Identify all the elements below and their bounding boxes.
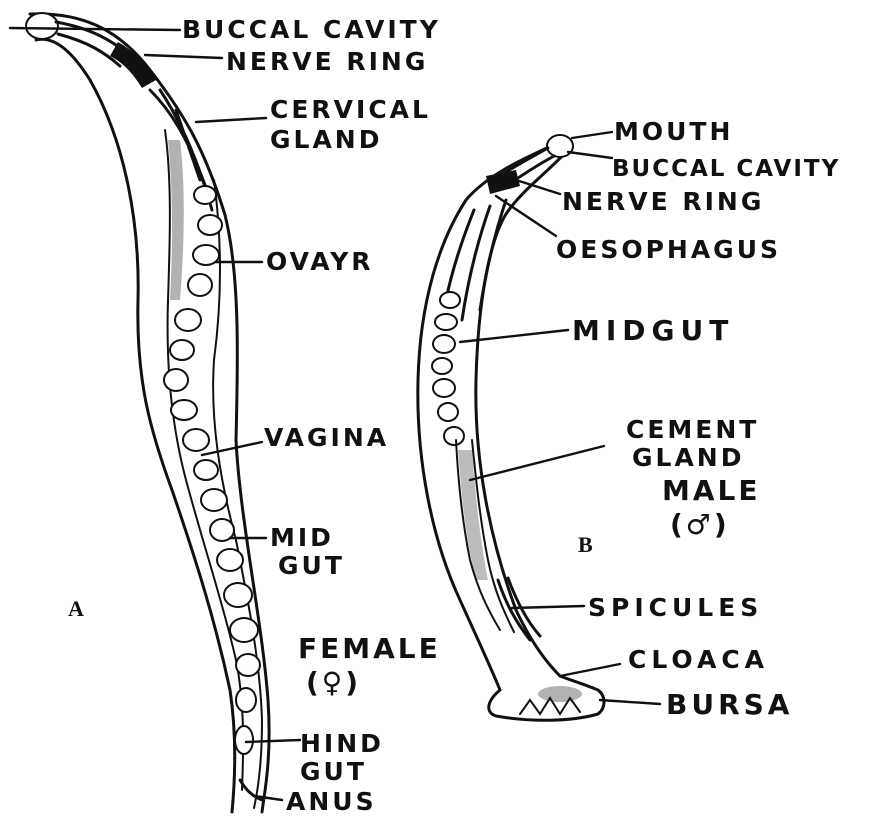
- label-b-oesophagus: OESOPHAGUS: [556, 235, 781, 264]
- panel-label-a: A: [68, 596, 84, 621]
- label-a-hind-gut: GUT: [300, 757, 367, 786]
- label-a-gland: GLAND: [270, 125, 382, 154]
- label-b-male-symbol: (♂): [670, 508, 730, 541]
- label-b-mouth: MOUTH: [614, 117, 733, 146]
- worm-b-mouth: [547, 135, 573, 157]
- worm-a-mouth: [26, 13, 58, 39]
- label-a-female: FEMALE: [298, 632, 441, 665]
- label-a-cervical: CERVICAL: [270, 95, 431, 124]
- label-a-ovary: OVAYR: [266, 247, 374, 276]
- worm-a-leader-lines: [10, 28, 300, 800]
- worm-b-midgut-coils: [432, 292, 464, 445]
- worm-b-bursa-rays: [520, 686, 582, 714]
- worm-a-outer-wall: [30, 14, 269, 812]
- label-b-spicules: SPICULES: [588, 593, 763, 622]
- label-a-anus: ANUS: [286, 787, 377, 816]
- label-a-mid: MID: [270, 523, 334, 552]
- panel-label-b: B: [578, 532, 593, 557]
- worm-b-nerve-ring: [486, 170, 520, 194]
- label-b-gland: GLAND: [632, 443, 744, 472]
- label-b-bursa: BURSA: [666, 688, 793, 721]
- worm-a-body: [26, 13, 269, 812]
- label-b-cloaca: CLOACA: [628, 645, 769, 674]
- worm-b-labels: MOUTH BUCCAL CAVITY NERVE RING OESOPHAGU…: [556, 117, 840, 721]
- label-b-male: MALE: [662, 474, 761, 507]
- label-a-hind: HIND: [300, 729, 384, 758]
- label-a-female-symbol: (♀): [306, 666, 361, 699]
- label-b-buccal-cavity: BUCCAL CAVITY: [612, 156, 840, 182]
- label-a-nerve-ring: NERVE RING: [226, 47, 428, 76]
- label-b-cement: CEMENT: [626, 415, 759, 444]
- label-a-vagina: VAGINA: [264, 423, 389, 452]
- label-a-buccal-cavity: BUCCAL CAVITY: [182, 15, 441, 44]
- label-b-midgut: MIDGUT: [572, 314, 734, 347]
- label-b-nerve-ring: NERVE RING: [562, 187, 764, 216]
- label-a-gut: GUT: [278, 551, 345, 580]
- worm-b-body: [418, 135, 604, 720]
